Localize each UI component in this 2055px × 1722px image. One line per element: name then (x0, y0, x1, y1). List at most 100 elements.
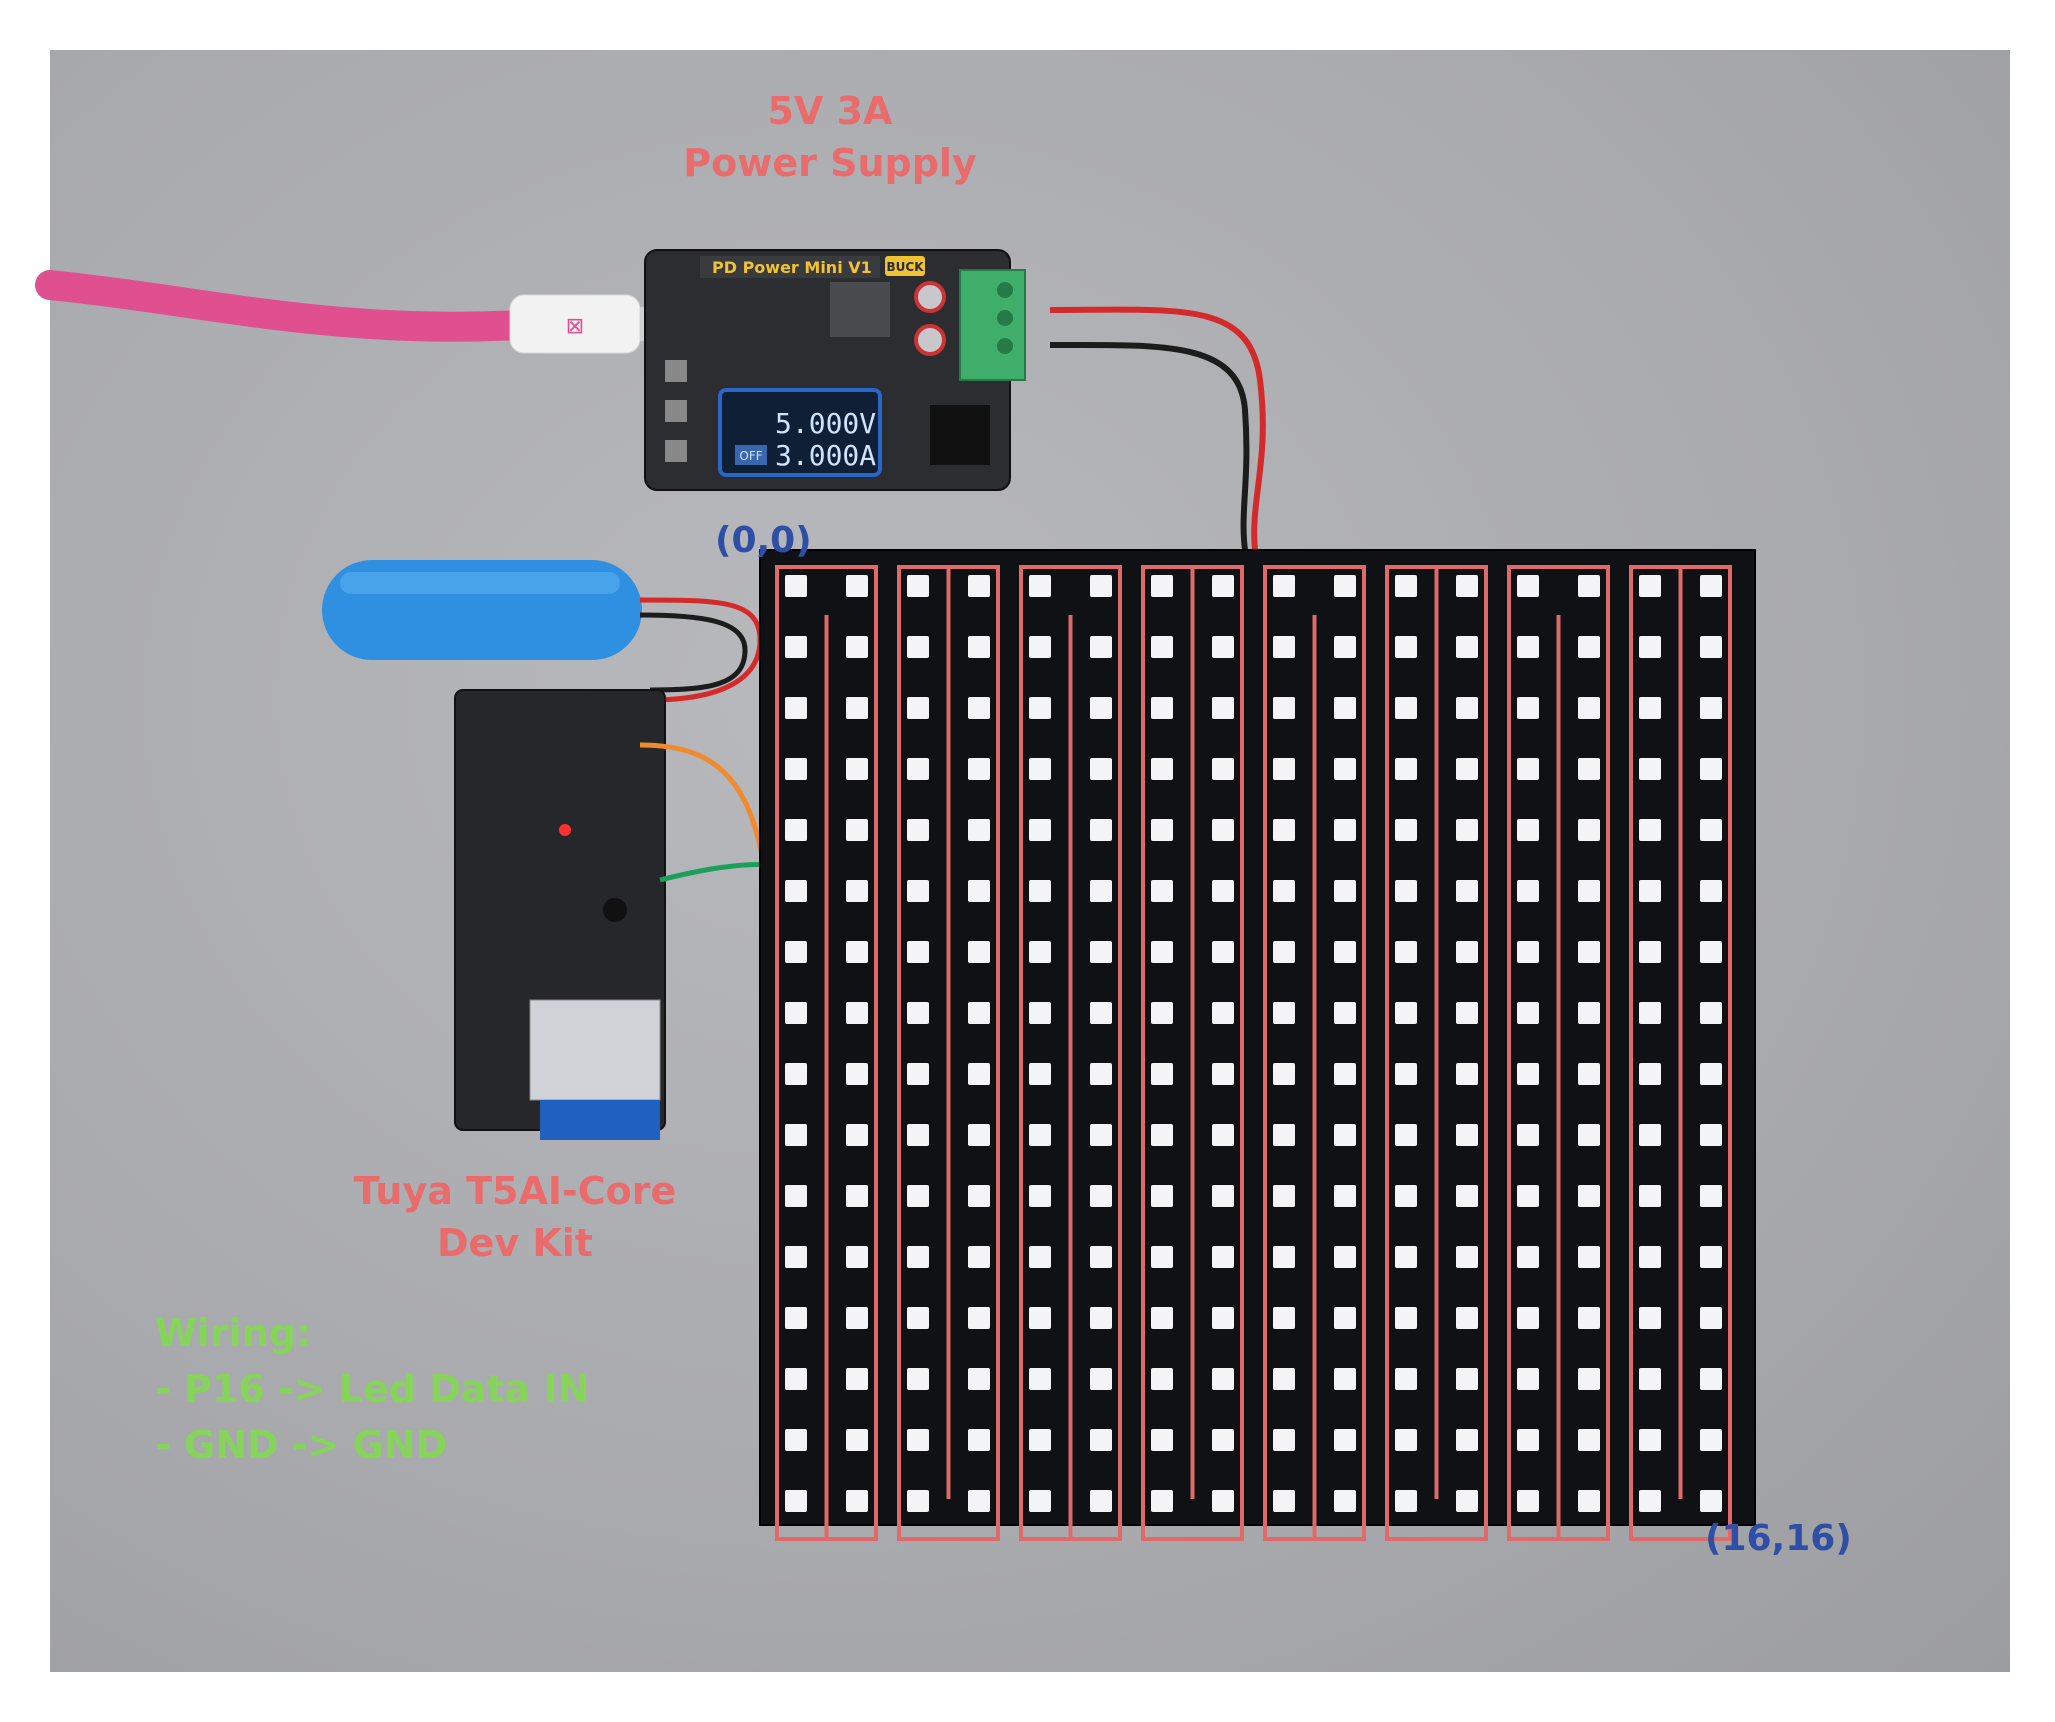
led-cell (1151, 1185, 1173, 1207)
led-cell (968, 819, 990, 841)
led-cell (1395, 1246, 1417, 1268)
led-cell (1456, 1185, 1478, 1207)
led-cell (1212, 758, 1234, 780)
led-cell (1456, 1429, 1478, 1451)
led-cell (1700, 1002, 1722, 1024)
led-cell (1090, 1307, 1112, 1329)
led-cell (1639, 1185, 1661, 1207)
led-cell (846, 941, 868, 963)
led-cell (846, 1490, 868, 1512)
led-cell (1029, 1429, 1051, 1451)
led-cell (1029, 819, 1051, 841)
led-cell (1456, 1490, 1478, 1512)
led-cell (1456, 819, 1478, 841)
led-cell (907, 1185, 929, 1207)
led-cell (1639, 1490, 1661, 1512)
led-cell (1273, 1185, 1295, 1207)
led-cell (1273, 880, 1295, 902)
led-matrix (759, 549, 1756, 1541)
led-cell (1700, 1063, 1722, 1085)
led-cell (1029, 697, 1051, 719)
led-cell (1151, 1063, 1173, 1085)
led-cell (1334, 758, 1356, 780)
led-cell (1273, 575, 1295, 597)
svg-text:⊠: ⊠ (566, 314, 584, 339)
led-cell (1273, 636, 1295, 658)
led-cell (907, 1368, 929, 1390)
led-cell (1395, 1002, 1417, 1024)
led-cell (1456, 1002, 1478, 1024)
led-cell (1212, 697, 1234, 719)
led-cell (1273, 1368, 1295, 1390)
led-cell (1151, 1246, 1173, 1268)
led-cell (1395, 1063, 1417, 1085)
led-cell (1334, 880, 1356, 902)
led-cell (907, 819, 929, 841)
led-cell (785, 1429, 807, 1451)
led-cell (846, 697, 868, 719)
led-cell (785, 1185, 807, 1207)
led-cell (1151, 1307, 1173, 1329)
led-cell (1090, 941, 1112, 963)
led-cell (846, 636, 868, 658)
psu-label-line2: Power Supply (683, 141, 977, 185)
led-cell (907, 880, 929, 902)
led-cell (1639, 819, 1661, 841)
battery (322, 560, 642, 660)
led-cell (1334, 697, 1356, 719)
led-cell (1517, 1063, 1539, 1085)
led-cell (1639, 636, 1661, 658)
led-cell (907, 941, 929, 963)
led-cell (1273, 758, 1295, 780)
led-cell (1578, 1368, 1600, 1390)
psu-current: 3.000A (775, 439, 876, 472)
led-cell (1151, 1002, 1173, 1024)
led-cells (785, 575, 1722, 1512)
led-cell (907, 1246, 929, 1268)
led-cell (1090, 819, 1112, 841)
led-cell (1029, 1368, 1051, 1390)
led-cell (846, 880, 868, 902)
led-cell (1029, 1490, 1051, 1512)
led-cell (1212, 1490, 1234, 1512)
led-cell (1273, 1307, 1295, 1329)
led-cell (968, 1368, 990, 1390)
led-cell (907, 575, 929, 597)
led-cell (1273, 1124, 1295, 1146)
led-cell (1578, 880, 1600, 902)
led-cell (1517, 1185, 1539, 1207)
led-cell (1517, 636, 1539, 658)
led-cell (785, 1490, 807, 1512)
led-cell (1578, 1185, 1600, 1207)
led-cell (907, 1002, 929, 1024)
led-cell (1151, 636, 1173, 658)
led-cell (1029, 1307, 1051, 1329)
led-cell (1334, 1429, 1356, 1451)
led-cell (1395, 1124, 1417, 1146)
led-cell (1029, 1063, 1051, 1085)
led-cell (785, 819, 807, 841)
led-cell (1151, 1490, 1173, 1512)
wiring-line-1: - P16 -> Led Data IN (155, 1367, 590, 1411)
led-cell (1212, 1307, 1234, 1329)
led-cell (1029, 636, 1051, 658)
black-wire (1049, 341, 1250, 551)
led-cell (1395, 1429, 1417, 1451)
led-cell (1517, 1246, 1539, 1268)
red-wire (1049, 306, 1266, 551)
led-cell (1456, 697, 1478, 719)
led-cell (1517, 1002, 1539, 1024)
led-cell (1578, 1307, 1600, 1329)
led-cell (1029, 1185, 1051, 1207)
led-cell (785, 941, 807, 963)
led-cell (1334, 1368, 1356, 1390)
led-cell (1578, 758, 1600, 780)
led-cell (1700, 880, 1722, 902)
serpentine-path (775, 565, 1732, 1541)
led-cell (1212, 1246, 1234, 1268)
led-cell (1700, 941, 1722, 963)
led-cell (1639, 1246, 1661, 1268)
power-supply-label: 5V 3A Power Supply (560, 85, 1100, 189)
led-cell (1334, 636, 1356, 658)
